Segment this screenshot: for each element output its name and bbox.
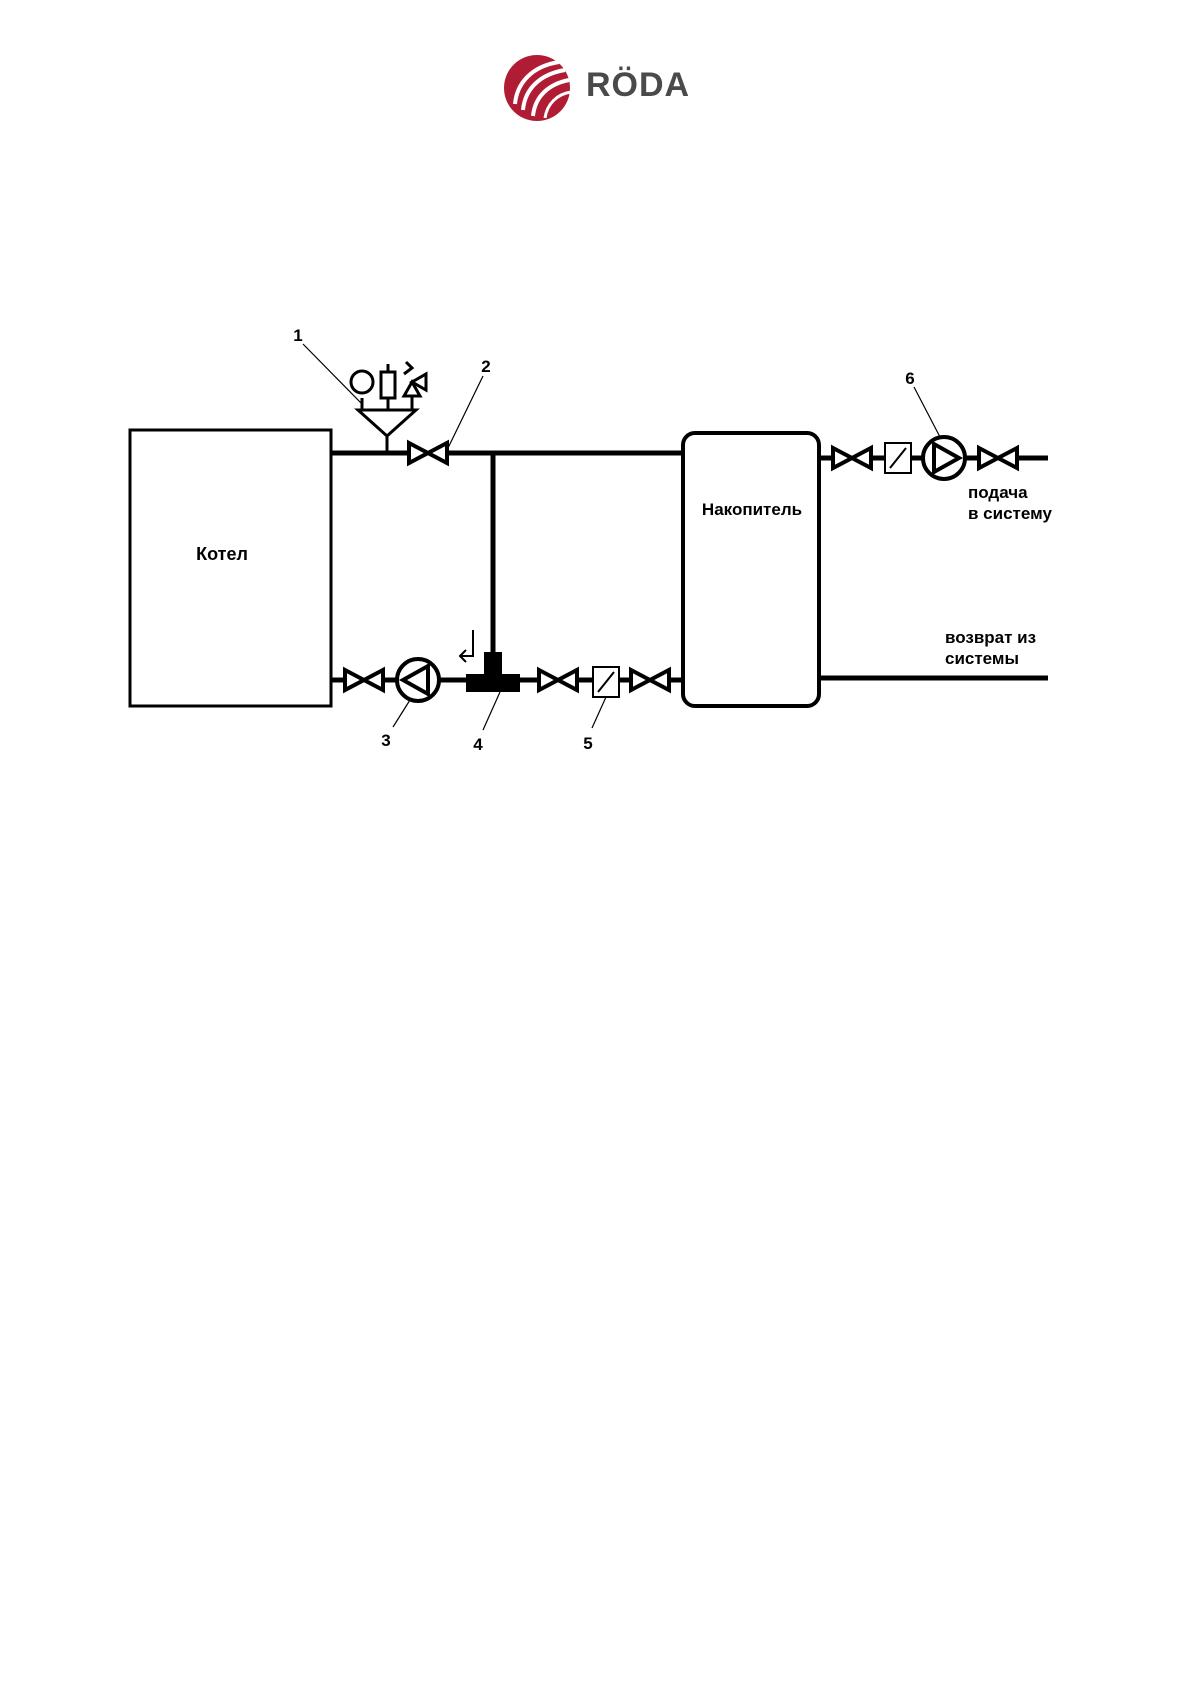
- supply-label-1: подача: [968, 483, 1028, 502]
- flow-arrow-icon: [458, 630, 474, 663]
- supply-label-2: в систему: [968, 504, 1052, 523]
- circulation-pump-icon: [395, 657, 441, 703]
- safety-group: [349, 360, 428, 453]
- return-label-1: возврат из: [945, 628, 1036, 647]
- filter-system-icon: [884, 442, 912, 474]
- shutoff-valve-system-1: [831, 444, 873, 472]
- return-label-2: системы: [945, 649, 1019, 668]
- system-pump-icon: [921, 435, 967, 481]
- callout-leaders: [302, 343, 941, 731]
- callout-6: 6: [905, 369, 914, 388]
- shutoff-valve-supply: [407, 439, 449, 467]
- callout-1: 1: [293, 326, 302, 345]
- callout-4: 4: [473, 735, 483, 754]
- shutoff-valve-return-2: [537, 666, 579, 694]
- shutoff-valve-return-3: [629, 666, 671, 694]
- roda-logo-text: RÖDA: [586, 66, 691, 104]
- callout-5: 5: [583, 734, 592, 753]
- roda-logo-mark-icon: [504, 55, 572, 121]
- callout-2: 2: [481, 357, 490, 376]
- supply-pipe: [331, 450, 683, 652]
- tank-box: [681, 431, 821, 708]
- mixing-valve: [466, 652, 520, 692]
- boiler-box: [128, 428, 333, 708]
- roda-logo: RÖDA: [503, 52, 703, 124]
- shutoff-valve-system-2: [977, 444, 1019, 472]
- filter-icon: [592, 666, 620, 698]
- tank-label: Накопитель: [702, 500, 802, 519]
- shutoff-valve-return-1: [343, 666, 385, 694]
- callout-3: 3: [381, 731, 390, 750]
- boiler-label: Котел: [196, 544, 248, 564]
